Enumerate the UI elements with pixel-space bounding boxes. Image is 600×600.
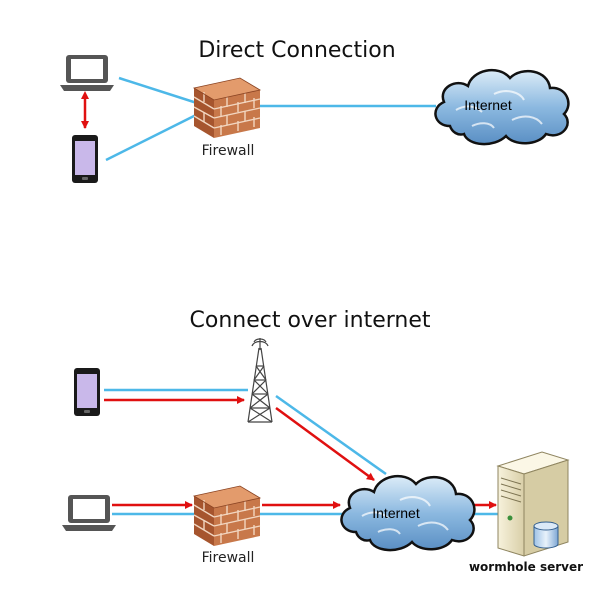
tower-internet-link	[275, 394, 387, 476]
server-icon	[496, 451, 570, 557]
connect-over-internet-title: Connect over internet	[190, 308, 431, 333]
firewall-label: Firewall	[202, 143, 255, 159]
connect-over-internet-section: Connect over internet Fi	[62, 308, 583, 574]
internet-label: Internet	[464, 97, 512, 113]
tower-internet-arrow	[275, 406, 375, 482]
laptop-icon	[62, 495, 116, 531]
firewall-icon	[193, 77, 261, 139]
server-label: wormhole server	[469, 560, 583, 574]
firewall-icon	[193, 485, 261, 547]
phone-icon	[72, 135, 98, 183]
direct-connection-title: Direct Connection	[198, 38, 395, 63]
laptop-firewall-link	[118, 76, 201, 106]
laptop-icon	[60, 55, 114, 91]
firewall-label: Firewall	[202, 550, 255, 566]
internet-label: Internet	[372, 505, 420, 521]
cell-tower-icon	[247, 337, 273, 423]
direct-connection-section: Direct Connection Firewall Internet	[60, 38, 570, 183]
phone-icon	[74, 368, 100, 416]
phone-firewall-link	[105, 111, 201, 162]
